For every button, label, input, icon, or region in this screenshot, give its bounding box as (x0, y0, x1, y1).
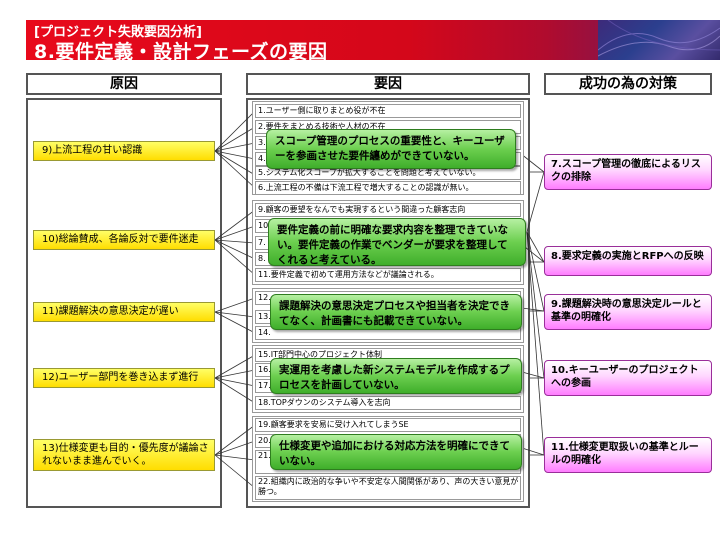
header-decoration-image (598, 20, 720, 60)
factor-item: 22.組織内に政治的な争いや不安定な人間関係があり、声の大きい意見が勝つ。 (255, 476, 521, 500)
factor-item: 6.上流工程の不備は下流工程で増大することの認識が無い。 (255, 181, 521, 195)
callout-change-handling: 仕様変更や追加における対応方法を明確にできていない。 (270, 434, 522, 470)
slide-subtitle: [プロジェクト失敗要因分析] (34, 25, 202, 40)
factor-item: 1.ユーザー側に取りまとめ役が不在 (255, 104, 521, 118)
cause-box-9: 9)上流工程の甘い認識 (33, 141, 215, 161)
measure-box-7: 7.スコープ管理の徹底によるリスクの排除 (544, 154, 712, 190)
callout-requirements-unclear: 要件定義の前に明確な要求内容を整理できていない。要件定義の作業でベンダーが要求を… (268, 218, 526, 266)
callout-scope-management: スコープ管理のプロセスの重要性と、キーユーザーを参画させた要件纏めができていない… (266, 129, 516, 169)
factor-item: 18.TOPダウンのシステム導入を志向 (255, 396, 521, 410)
factor-item: 19.顧客要求を安易に受け入れてしまうSE (255, 418, 521, 432)
measure-box-10: 10.キーユーザーのプロジェクトへの参画 (544, 360, 712, 396)
factor-item: 9.顧客の要望をなんでも実現するという間違った顧客志向 (255, 203, 521, 217)
callout-decision-process: 課題解決の意思決定プロセスや担当者を決定できてなく、計画書にも記載できていない。 (270, 294, 522, 330)
cause-box-13: 13)仕様変更も目的・優先度が議論されないまま進んでいく。 (33, 439, 215, 471)
cause-box-10: 10)総論賛成、各論反対で要件迷走 (33, 230, 215, 250)
cause-box-12: 12)ユーザー部門を巻き込まず進行 (33, 368, 215, 388)
measure-box-8: 8.要求定義の実施とRFPへの反映 (544, 246, 712, 276)
measure-box-11: 11.仕様変更取扱いの基準とルールの明確化 (544, 437, 712, 473)
column-header-factor: 要因 (246, 73, 530, 95)
cause-box-11: 11)課題解決の意思決定が遅い (33, 302, 215, 322)
measure-box-9: 9.課題解決時の意思決定ルールと基準の明確化 (544, 294, 712, 330)
slide-title: 8.要件定義・設計フェーズの要因 (34, 41, 328, 63)
factor-item: 11.要件定義で初めて運用方法などが議論される。 (255, 268, 521, 282)
slide-header: [プロジェクト失敗要因分析] 8.要件定義・設計フェーズの要因 (0, 0, 720, 66)
column-header-cause: 原因 (26, 73, 222, 95)
column-header-measure: 成功の為の対策 (544, 73, 712, 95)
callout-operation-model: 実運用を考慮した新システムモデルを作成するプロセスを計画していない。 (270, 358, 522, 394)
